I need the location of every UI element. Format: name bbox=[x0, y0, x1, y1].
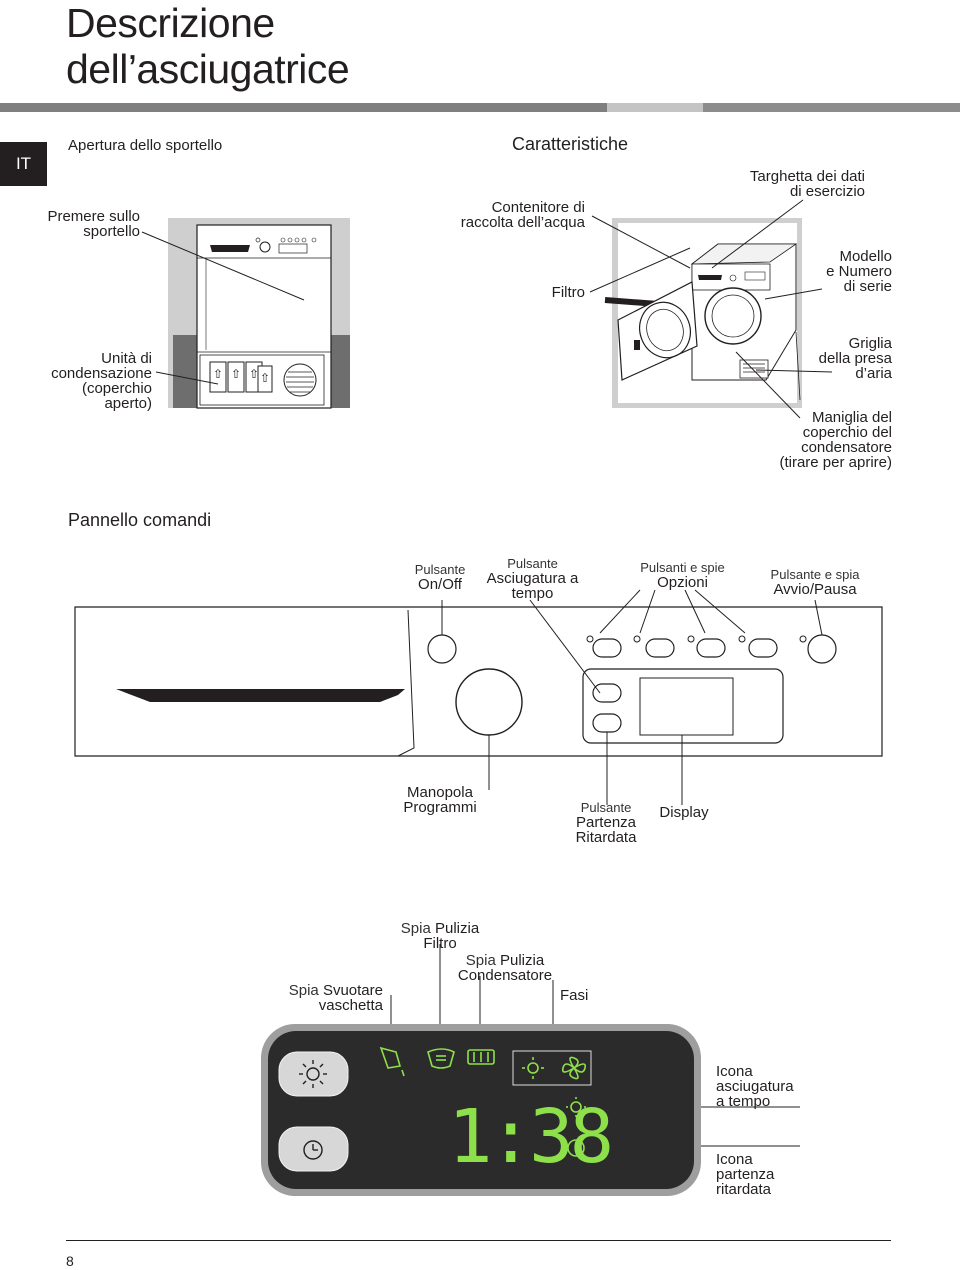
display-panel-illustration: 1:38 bbox=[261, 944, 800, 1196]
timed-drying-label: Pulsante Asciugatura a tempo bbox=[486, 556, 579, 602]
header-bar-light bbox=[607, 103, 703, 112]
option-button-2 bbox=[645, 638, 675, 658]
closed-dryer-illustration: ⇧⇧⇧⇧ bbox=[141, 218, 350, 409]
language-tab: IT bbox=[0, 142, 47, 186]
program-knob bbox=[455, 668, 523, 736]
features-heading: Caratteristiche bbox=[512, 134, 629, 154]
dryer-illustrations: ⇧⇧⇧⇧ bbox=[141, 199, 833, 419]
lcd-icons bbox=[379, 1046, 592, 1157]
option-button-3 bbox=[696, 638, 726, 658]
timed-drying-icon bbox=[570, 1101, 582, 1113]
options-label: Pulsanti e spie Opzioni bbox=[640, 560, 725, 591]
start-pause-label: Pulsante e spia Avvio/Pausa bbox=[770, 567, 860, 598]
door-handle bbox=[116, 689, 405, 702]
empty-tank-icon bbox=[379, 1046, 402, 1069]
onoff-label: Pulsante On/Off bbox=[414, 562, 466, 593]
footer-rule bbox=[66, 1240, 891, 1241]
condenser-clean-icon bbox=[467, 1049, 495, 1065]
filter-label: Filtro bbox=[551, 284, 585, 301]
display-screen bbox=[268, 1031, 694, 1189]
timed-drying-key bbox=[278, 1051, 349, 1097]
control-panel-illustration bbox=[74, 589, 883, 805]
onoff-button bbox=[427, 634, 457, 664]
svg-text:⇧: ⇧ bbox=[249, 367, 259, 381]
phases-box bbox=[512, 1050, 592, 1086]
opening-heading: Apertura dello sportello bbox=[68, 137, 223, 154]
empty-tank-label: Spia Svuotare vaschetta bbox=[288, 982, 383, 1014]
condenser-clean-label: Spia Pulizia Condensatore bbox=[457, 952, 553, 984]
start-pause-button bbox=[807, 634, 837, 664]
page-number: 8 bbox=[66, 1253, 74, 1269]
filter-clean-label: Spia Pulizia Filtro bbox=[400, 920, 480, 952]
svg-text:⇧: ⇧ bbox=[260, 371, 270, 385]
filter-clean-icon bbox=[427, 1048, 455, 1069]
phases-label: Fasi bbox=[560, 987, 589, 1004]
svg-text:⇧: ⇧ bbox=[213, 367, 223, 381]
page-title: Descrizione dell’asciugatrice bbox=[66, 0, 350, 92]
timed-drying-button bbox=[592, 683, 622, 703]
option-button-4 bbox=[748, 638, 778, 658]
drying-phase-icon bbox=[527, 1062, 539, 1074]
header-bar-dark bbox=[0, 103, 607, 112]
control-panel-heading: Pannello comandi bbox=[68, 510, 212, 530]
open-dryer-illustration bbox=[589, 199, 833, 419]
time-readout: 1:38 bbox=[448, 1094, 610, 1180]
delay-start-button bbox=[592, 713, 622, 733]
display-label: Display bbox=[659, 804, 709, 821]
header-bar-mid bbox=[703, 103, 960, 112]
delay-start-icon bbox=[567, 1139, 585, 1157]
cooling-phase-icon bbox=[561, 1056, 587, 1080]
option-button-1 bbox=[592, 638, 622, 658]
svg-text:⇧: ⇧ bbox=[231, 367, 241, 381]
